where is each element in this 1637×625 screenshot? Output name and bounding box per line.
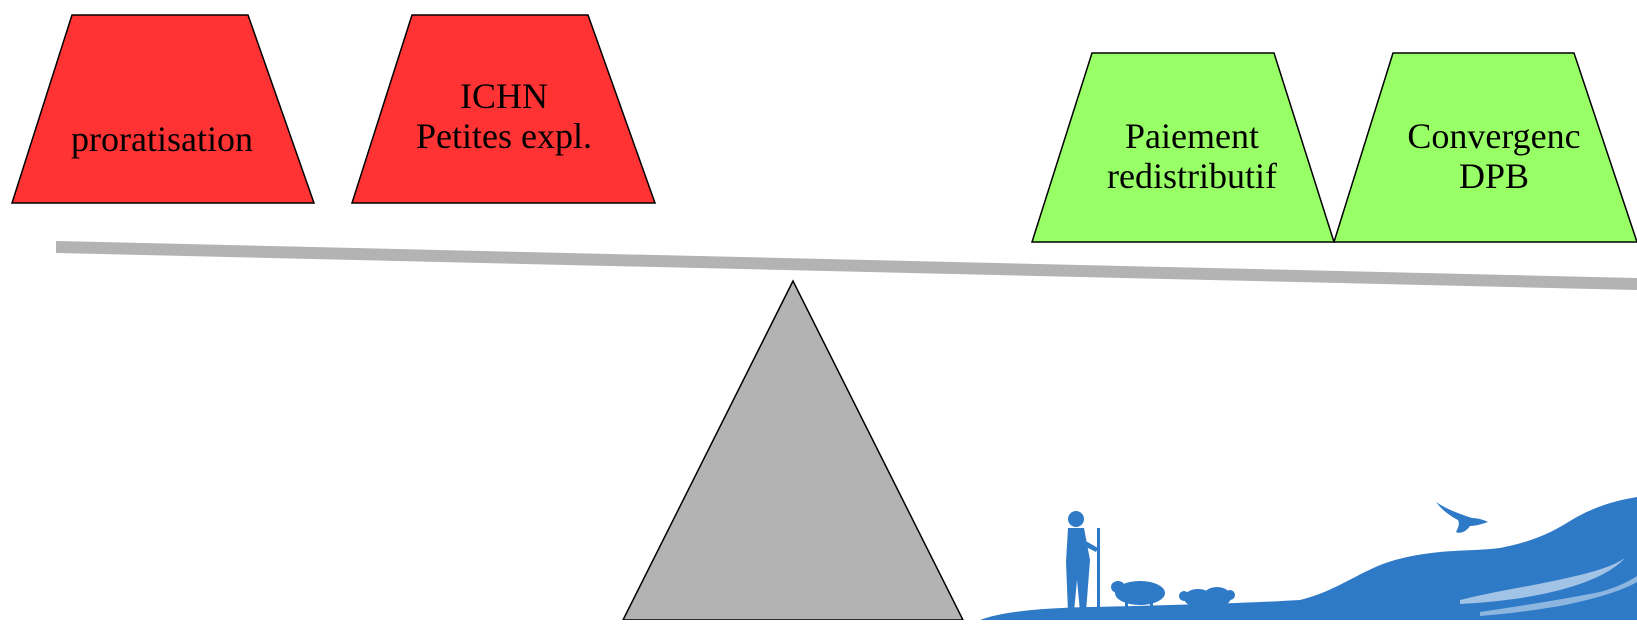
weight-ichn bbox=[350, 14, 657, 204]
weight-label-line: ICHN bbox=[460, 76, 548, 116]
weight-convergence-dpb bbox=[1332, 52, 1637, 243]
fulcrum-triangle bbox=[621, 279, 965, 621]
weight-label-convergence: Convergenc DPB bbox=[1374, 106, 1614, 206]
weight-label-line: proratisation bbox=[71, 119, 253, 159]
weight-label-line: redistributif bbox=[1107, 156, 1277, 196]
weight-label-ichn: ICHN Petites expl. bbox=[380, 66, 628, 166]
weight-label-line: Paiement bbox=[1125, 116, 1259, 156]
landscape-illustration bbox=[980, 497, 1637, 620]
eagle-icon bbox=[1436, 502, 1488, 533]
balance-beam bbox=[56, 241, 1637, 290]
weight-label-line: DPB bbox=[1458, 156, 1530, 196]
sheep-icon bbox=[1111, 581, 1235, 612]
shepherd-icon bbox=[1066, 511, 1100, 612]
weight-label-proratisation: proratisation bbox=[62, 99, 262, 179]
weight-proratisation bbox=[10, 14, 316, 204]
weight-label-line: Petites expl. bbox=[416, 116, 592, 156]
weight-label-paiement: Paiement redistributif bbox=[1072, 106, 1312, 206]
weight-label-line: Convergenc bbox=[1407, 116, 1581, 156]
hills-icon bbox=[980, 497, 1637, 620]
